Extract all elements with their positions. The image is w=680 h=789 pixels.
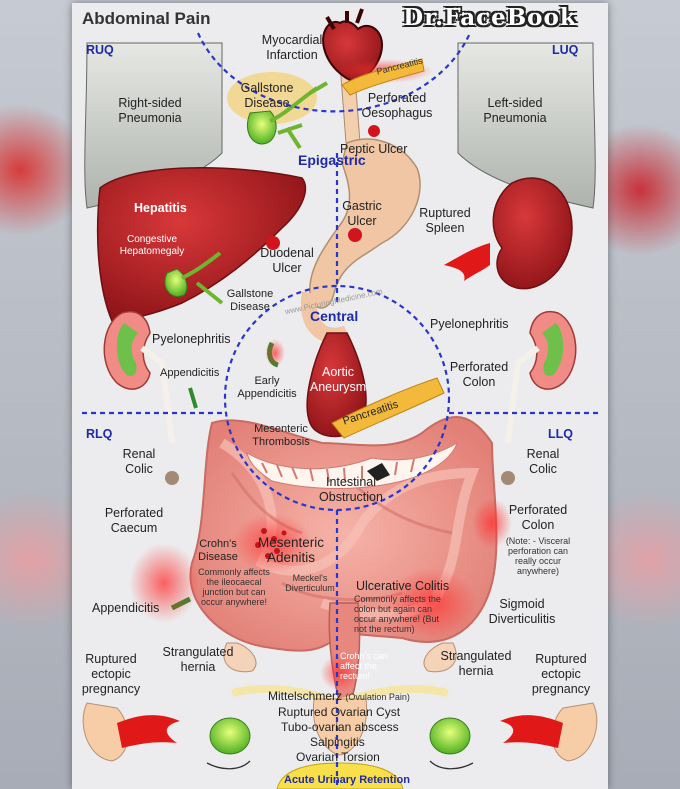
- label-pyelonephritis-right: Pyelonephritis: [152, 332, 231, 346]
- pancreas-mid: [331, 377, 445, 439]
- hernia-right: [223, 642, 257, 673]
- ovulation-pain-text: (Ovulation Pain): [345, 692, 410, 702]
- label-perforated-colon-top: Perforated Colon: [449, 360, 509, 389]
- quadrant-llq: LLQ: [548, 427, 573, 441]
- region-epigastric: Epigastric: [298, 152, 366, 168]
- obstruction-mark: [367, 463, 390, 481]
- left-lung: [457, 42, 596, 209]
- label-meckels-diverticulum: Meckel's Diverticulum: [285, 573, 335, 593]
- left-ovary: [429, 717, 471, 755]
- right-ovary: [209, 717, 251, 755]
- appendix-top: [188, 387, 198, 409]
- ulcer-oesophagus: [368, 125, 380, 137]
- abdominal-pain-chart: Abdominal Pain Dr.FaceBook RUQ LUQ RLQ L…: [72, 3, 608, 789]
- bladder: [276, 762, 404, 789]
- mittelschmerz-text: Mittelschmerz: [268, 689, 343, 703]
- label-urinary-retention: Acute Urinary Retention: [284, 774, 410, 786]
- label-mesenteric-thrombosis: Mesenteric Thrombosis: [252, 423, 310, 448]
- label-intestinal-obstruction: Intestinal Obstruction: [319, 475, 383, 504]
- left-kidney: [501, 311, 577, 485]
- label-visceral-note: (Note: - Visceral perforation can really…: [505, 536, 571, 576]
- aorta: [306, 332, 367, 438]
- label-early-appendicitis: Early Appendicitis: [237, 375, 297, 400]
- mesentery: [246, 441, 458, 489]
- label-strangulated-hernia-left: Strangulated hernia: [440, 649, 512, 678]
- ulcer-duodenal: [266, 236, 280, 250]
- label-mesenteric-adenitis: Mesenteric Adenitis: [257, 535, 325, 565]
- gallbladder-top: [246, 110, 277, 145]
- label-renal-colic-right: Renal Colic: [122, 447, 156, 476]
- label-ruptured-spleen: Ruptured Spleen: [419, 206, 471, 235]
- label-pyelonephritis-left: Pyelonephritis: [430, 317, 509, 331]
- lymph-nodes: [255, 528, 287, 559]
- label-strangulated-hernia-right: Strangulated hernia: [162, 645, 234, 674]
- label-appendicitis-bottom: Appendicitis: [92, 601, 160, 615]
- quadrant-ruq: RUQ: [86, 43, 114, 57]
- gallbladder-mid: [164, 268, 188, 297]
- label-gallstone-mid: Gallstone Disease: [226, 288, 274, 313]
- label-gallstone-top: Gallstone Disease: [240, 81, 294, 110]
- region-lines: [82, 32, 598, 789]
- label-mittelschmerz: Mittelschmerz (Ovulation Pain): [268, 689, 410, 704]
- quadrant-luq: LUQ: [552, 43, 579, 57]
- label-appendicitis-top: Appendicitis: [160, 367, 220, 379]
- label-congestive-hepatomegaly: Congestive Hepatomegaly: [119, 234, 185, 257]
- label-uc-note: Commonly affects the colon but again can…: [354, 594, 441, 634]
- label-renal-colic-left: Renal Colic: [526, 447, 560, 476]
- spleen-blood: [444, 243, 490, 281]
- label-sigmoid-diverticulitis: Sigmoid Diverticulitis: [488, 597, 556, 626]
- label-right-pneumonia: Right-sided Pneumonia: [118, 96, 182, 125]
- ectopic-left: [500, 702, 598, 762]
- ectopic-right: [82, 702, 180, 762]
- ulcer-gastric: [348, 228, 362, 242]
- label-hepatitis: Hepatitis: [134, 201, 187, 215]
- label-crohns-disease: Crohn's Disease: [198, 538, 238, 563]
- label-crohns-note: Commonly affects the ileocaecal junction…: [198, 567, 270, 607]
- label-perforated-oesophagus: Perforated Oesophagus: [361, 91, 433, 120]
- uterus: [312, 698, 368, 756]
- pancreas-top: [341, 58, 425, 96]
- label-ectopic-left: Ruptured ectopic pregnancy: [531, 652, 591, 696]
- anatomy-diagram: [82, 8, 598, 789]
- label-gastric-ulcer: Gastric Ulcer: [342, 199, 382, 228]
- label-ovarian-torsion: Ovarian Torsion: [296, 750, 380, 764]
- label-myocardial-infarction: Myocardial Infarction: [261, 33, 323, 62]
- label-duodenal-ulcer: Duodenal Ulcer: [260, 246, 314, 275]
- label-aortic-aneurysm: Aortic Aneurysm: [309, 365, 367, 394]
- page-title: Abdominal Pain: [82, 9, 211, 28]
- right-kidney: [103, 311, 179, 485]
- brand-logo: Dr.FaceBook: [403, 4, 577, 31]
- label-tubo-ovarian: Tubo-ovarian abscess: [281, 720, 399, 734]
- label-left-pneumonia: Left-sided Pneumonia: [483, 96, 547, 125]
- region-central: Central: [310, 308, 359, 324]
- label-ovarian-cyst: Ruptured Ovarian Cyst: [278, 705, 401, 719]
- quadrant-rlq: RLQ: [86, 427, 113, 441]
- hernia-left: [423, 642, 457, 673]
- label-perforated-caecum: Perforated Caecum: [104, 506, 164, 535]
- spleen: [492, 177, 573, 290]
- label-perforated-colon-bottom: Perforated Colon: [508, 503, 568, 532]
- label-ectopic-right: Ruptured ectopic pregnancy: [81, 652, 141, 696]
- label-salpingitis: Salpingitis: [310, 735, 365, 749]
- label-crohns-rectum: Crohn's can affect the rectum!: [340, 651, 388, 681]
- label-ulcerative-colitis: Ulcerative Colitis: [356, 579, 450, 593]
- liver: [96, 167, 307, 322]
- label-peptic-ulcer: Peptic Ulcer: [340, 142, 408, 156]
